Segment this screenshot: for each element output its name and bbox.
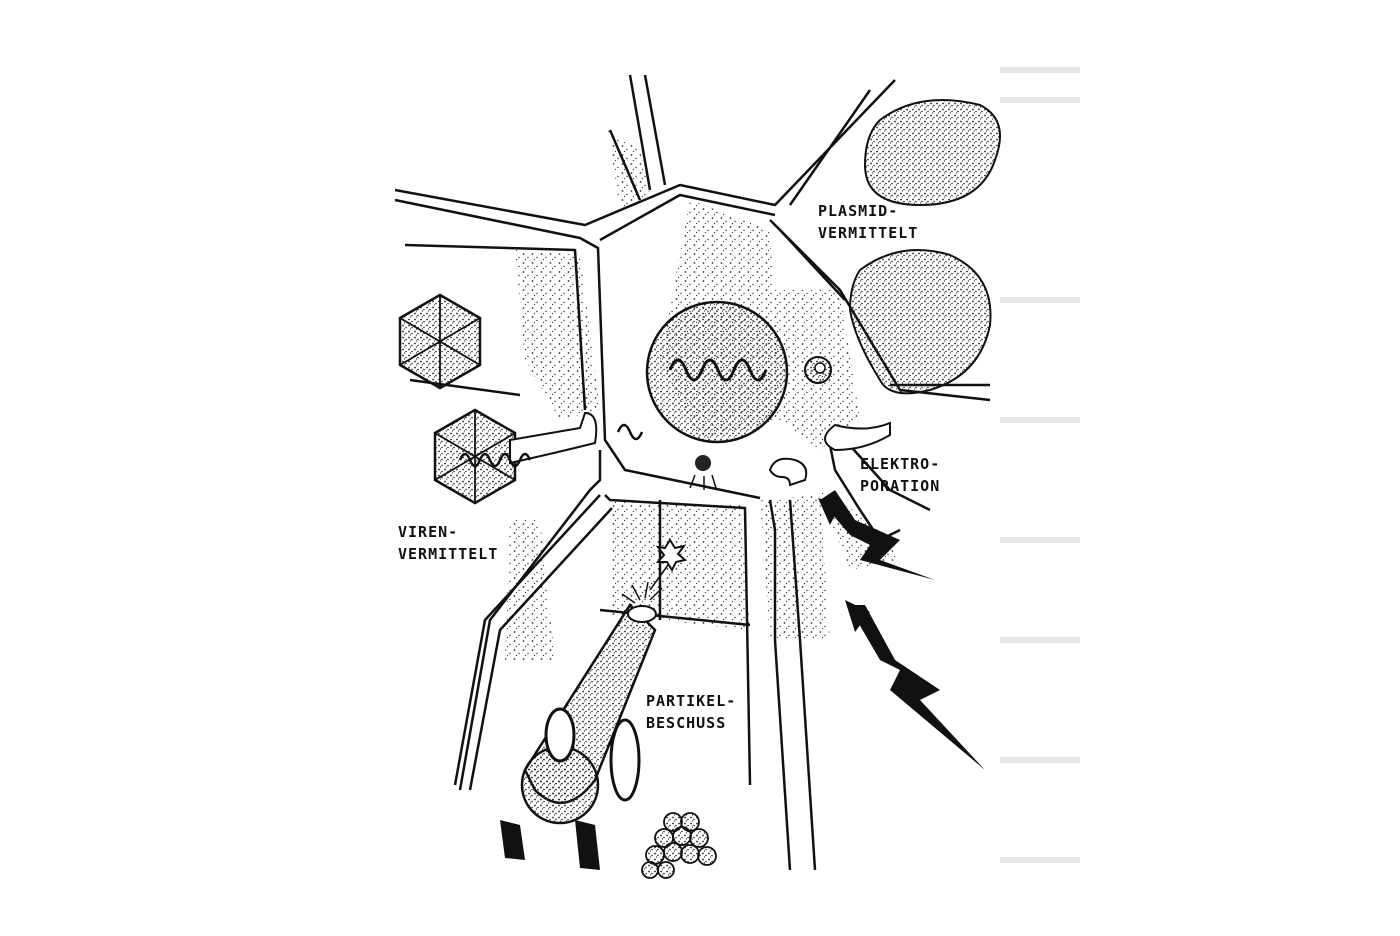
cannon-icon	[500, 603, 657, 870]
cell-walls	[394, 74, 991, 871]
label-viren-vermittelt: VIREN- VERMITTELT	[398, 523, 499, 563]
particle-impact-star	[649, 538, 688, 591]
dna-coil-icon	[668, 358, 768, 382]
dna-coil-icon	[616, 423, 644, 441]
virus-capsid-icon	[398, 293, 482, 390]
electroporation-pores	[768, 421, 891, 487]
viral-injection-tube	[509, 411, 598, 465]
background-text-bleed	[1000, 67, 1080, 863]
label-elektroporation: ELEKTRO- PORATION	[860, 455, 941, 495]
virus-capsid-icon	[433, 408, 517, 505]
label-plasmid-vermittelt: PLASMID- VERMITTELT	[818, 202, 919, 242]
lightning-bolt-icon	[818, 490, 935, 580]
cell-nucleus	[645, 300, 789, 444]
plasmid-ring-icon	[848, 249, 992, 395]
plasmid-ring-icon	[863, 99, 1001, 207]
muzzle-blast	[621, 581, 663, 604]
particle-cannon	[500, 538, 688, 870]
label-partikel-beschuss: PARTIKEL- BESCHUSS	[646, 692, 737, 732]
lightning-bolt-icon	[845, 600, 985, 770]
dna-coil-icon	[458, 452, 532, 468]
particle-in-cell	[689, 455, 717, 490]
plasmid-blobs	[848, 99, 1001, 395]
cannonball-pile-icon	[641, 812, 717, 879]
plasmid-vesicle	[804, 356, 832, 384]
lightning-bolts	[818, 490, 985, 770]
viruses	[398, 293, 644, 505]
